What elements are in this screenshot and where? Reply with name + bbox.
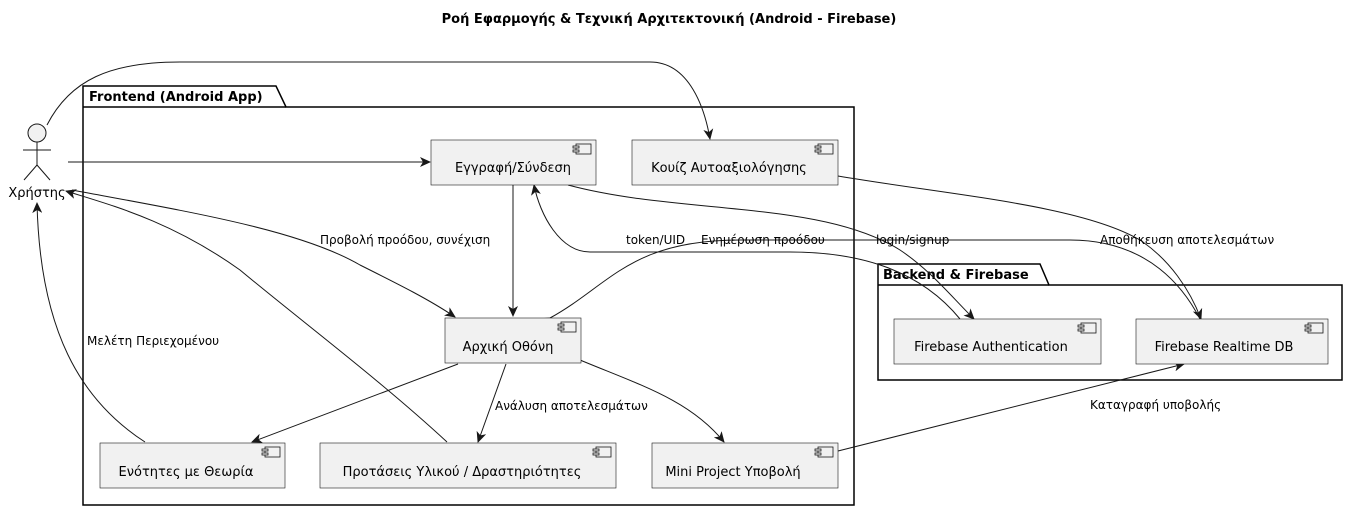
edge-home-units (251, 363, 459, 444)
edge-home-miniproject (579, 359, 725, 443)
edge-label-progress-view: Προβολή προόδου, συνέχιση (320, 233, 490, 247)
component-miniproject-label: Mini Project Υποβολή (665, 465, 800, 480)
edge-signup-auth (567, 184, 975, 320)
component-icon (814, 143, 834, 155)
actor-head (27, 123, 47, 143)
frontend-package: Frontend (Android App) (82, 85, 855, 506)
component-icon (1304, 322, 1324, 334)
backend-package-label: Backend & Firebase (883, 268, 1029, 283)
component-quiz-label: Κουίζ Αυτοαξιολόγησης (651, 161, 807, 176)
edge-label-update-progress: Ενημέρωση προόδου (701, 233, 825, 247)
component-units: Ενότητες με Θεωρία (99, 442, 286, 489)
edge-label-token: token/UID (626, 233, 685, 247)
component-miniproject: Mini Project Υποβολή (651, 442, 839, 489)
component-db-label: Firebase Realtime DB (1155, 340, 1294, 355)
edge-auth-signup (531, 184, 961, 320)
component-suggestions: Προτάσεις Υλικού / Δραστηριότητες (319, 442, 617, 489)
edge-home-suggestions (476, 363, 507, 443)
edge-actor-quiz (46, 61, 714, 140)
component-db: Firebase Realtime DB (1135, 318, 1329, 365)
component-icon (592, 446, 612, 458)
actor-label: Χρήστης (8, 186, 65, 201)
component-suggestions-label: Προτάσεις Υλικού / Δραστηριότητες (343, 465, 582, 480)
edge-label-analysis: Ανάλυση αποτελεσμάτων (495, 399, 648, 413)
edge-units-actor (32, 202, 146, 443)
component-auth: Firebase Authentication (893, 318, 1102, 365)
component-home-label: Αρχική Οθόνη (463, 340, 554, 355)
component-home: Αρχική Οθόνη (444, 317, 582, 364)
edge-miniproject-db (837, 361, 1185, 452)
component-icon (261, 446, 281, 458)
edge-label-submission-log: Καταγραφή υποβολής (1090, 398, 1221, 412)
component-icon (1077, 322, 1097, 334)
component-units-label: Ενότητες με Θεωρία (119, 465, 254, 480)
component-signup-label: Εγγραφή/Σύνδεση (455, 161, 571, 176)
component-quiz: Κουίζ Αυτοαξιολόγησης (631, 139, 839, 186)
edge-home-db (538, 239, 1201, 328)
component-icon (557, 321, 577, 333)
edges (32, 61, 1203, 452)
user-actor: Χρήστης (8, 123, 66, 201)
edge-actor-home (71, 189, 456, 318)
edge-quiz-db (837, 175, 1203, 320)
edge-label-study: Μελέτη Περιεχομένου (87, 334, 219, 348)
edge-suggestions-actor (65, 189, 448, 443)
diagram-title: Ροή Εφαρμογής & Τεχνική Αρχιτεκτονική (A… (442, 12, 897, 27)
frontend-package-label: Frontend (Android App) (89, 90, 263, 105)
component-auth-label: Firebase Authentication (914, 340, 1068, 355)
backend-package: Backend & Firebase (877, 263, 1343, 381)
component-signup: Εγγραφή/Σύνδεση (430, 139, 597, 186)
component-icon (814, 446, 834, 458)
component-icon (572, 143, 592, 155)
edge-label-login: login/signup (876, 233, 949, 247)
edge-label-save-results: Αποθήκευση αποτελεσμάτων (1100, 233, 1274, 247)
